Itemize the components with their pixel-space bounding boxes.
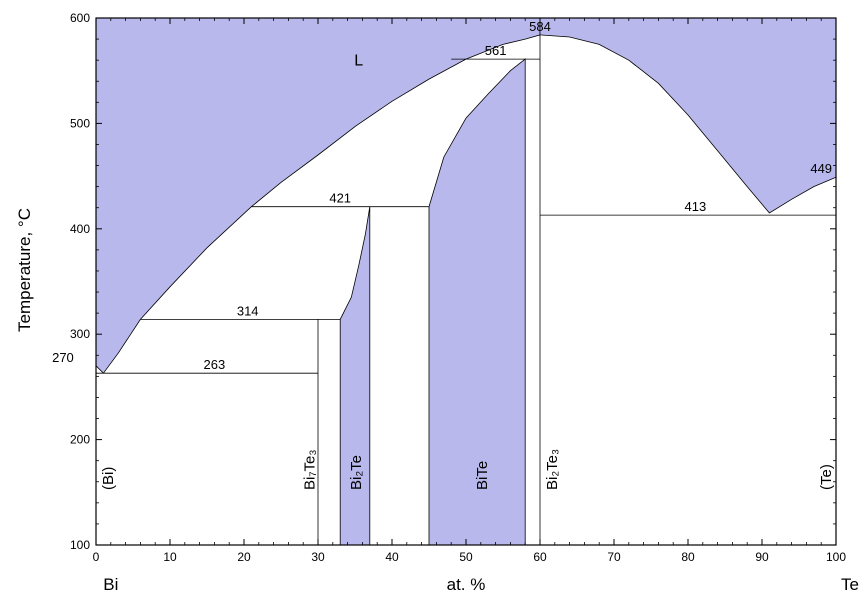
axis-ticks: 0 10 20 30 40 50 60 70 80 90 100 100 200 300 400 500 600 xyxy=(70,11,846,564)
annotation-270: 270 xyxy=(52,350,74,365)
phase-label: Bi₇Te₃ xyxy=(301,450,318,490)
y-axis-label: Temperature, °C xyxy=(15,208,34,332)
x-tick-label: 0 xyxy=(93,550,100,564)
annotation-584: 584 xyxy=(529,19,551,34)
x-tick-label: 60 xyxy=(533,550,547,564)
phase-label: (Bi) xyxy=(100,467,117,490)
x-axis-label: at. % xyxy=(447,575,486,594)
x-tick-label: 80 xyxy=(681,550,695,564)
x-tick-label: 70 xyxy=(607,550,621,564)
phase-label: Bi₂Te xyxy=(348,455,365,490)
region-BiTe-phase xyxy=(428,58,526,546)
x-tick-label: 90 xyxy=(755,550,769,564)
region-liquid-right xyxy=(539,17,837,214)
x-axis-right-end-label: Te xyxy=(841,575,859,594)
phase-labels: (Bi) Bi₇Te₃ Bi₂Te BiTe Bi₂Te₃ (Te) xyxy=(100,449,835,490)
y-tick-label: 300 xyxy=(70,327,90,341)
phase-label: BiTe xyxy=(474,461,491,490)
annotation-263: 263 xyxy=(204,357,226,372)
x-tick-label: 30 xyxy=(311,550,325,564)
temperature-annotations: 270 263 314 421 561 584 413 449 xyxy=(52,19,832,372)
y-tick-label: 600 xyxy=(70,11,90,25)
region-liquid-left xyxy=(95,17,541,374)
annotation-314: 314 xyxy=(237,303,259,318)
phase-regions xyxy=(95,17,837,546)
y-tick-label: 200 xyxy=(70,433,90,447)
x-tick-label: 100 xyxy=(826,550,846,564)
y-tick-label: 400 xyxy=(70,222,90,236)
x-tick-label: 10 xyxy=(163,550,177,564)
region-Bi2Te-phase xyxy=(339,206,371,546)
y-tick-label: 100 xyxy=(70,538,90,552)
liquid-phase-label: L xyxy=(354,52,363,69)
annotation-413: 413 xyxy=(685,199,707,214)
phase-lines xyxy=(96,34,836,545)
x-tick-label: 20 xyxy=(237,550,251,564)
y-tick-label: 500 xyxy=(70,116,90,130)
x-tick-label: 40 xyxy=(385,550,399,564)
x-axis-left-end-label: Bi xyxy=(103,575,118,594)
annotation-561: 561 xyxy=(485,43,507,58)
phase-label: (Te) xyxy=(818,464,835,490)
phase-label: Bi₂Te₃ xyxy=(544,449,561,490)
annotation-421: 421 xyxy=(329,191,351,206)
annotation-449: 449 xyxy=(810,161,832,176)
x-tick-label: 50 xyxy=(459,550,473,564)
